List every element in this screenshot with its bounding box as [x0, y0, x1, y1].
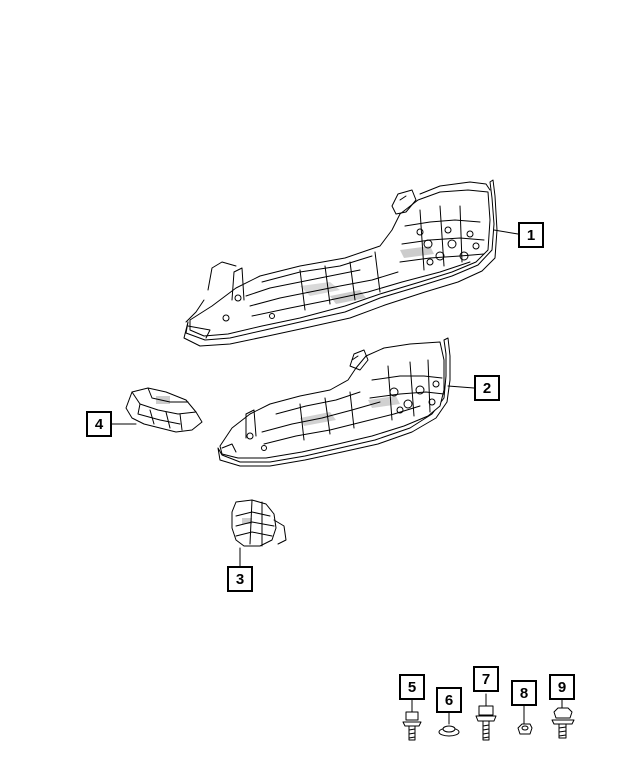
callout-3: 3 — [227, 566, 253, 592]
callout-4: 4 — [86, 411, 112, 437]
part-9-bolt — [551, 699, 575, 739]
callout-5: 5 — [399, 674, 425, 700]
part-6-nut — [438, 711, 460, 737]
leader-line-1 — [493, 229, 519, 235]
part-5-bolt — [402, 697, 422, 741]
callout-9: 9 — [549, 674, 575, 700]
callout-6: 6 — [436, 687, 462, 713]
callout-8: 8 — [511, 680, 537, 706]
callout-7: 7 — [473, 666, 499, 692]
part-2-skid-plate — [217, 337, 475, 467]
leader-line-2 — [447, 385, 475, 389]
part-7-bolt — [475, 693, 497, 741]
callout-1: 1 — [518, 222, 544, 248]
part-3-bracket — [231, 499, 287, 567]
part-8-nut — [517, 705, 533, 735]
part-1-skid-plate — [183, 179, 519, 347]
part-4-shield — [111, 387, 203, 433]
callout-2: 2 — [474, 375, 500, 401]
